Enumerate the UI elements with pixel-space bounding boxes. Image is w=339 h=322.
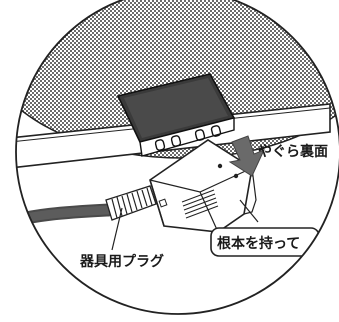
control-box — [116, 73, 236, 157]
underside-label: やぐら裏面 — [258, 143, 328, 160]
hold-leader-line — [239, 199, 259, 223]
hold-at-base-label: 根本を持って — [217, 235, 300, 252]
down-arrow-icon — [228, 135, 265, 177]
plug-leader-line — [111, 207, 123, 251]
magnified-view — [16, 0, 339, 257]
cord-strain-relief — [105, 185, 157, 221]
appliance-plug — [149, 139, 257, 233]
magnifier-circle — [15, 0, 339, 315]
appliance-plug-label: 器具用プラグ — [79, 253, 164, 270]
